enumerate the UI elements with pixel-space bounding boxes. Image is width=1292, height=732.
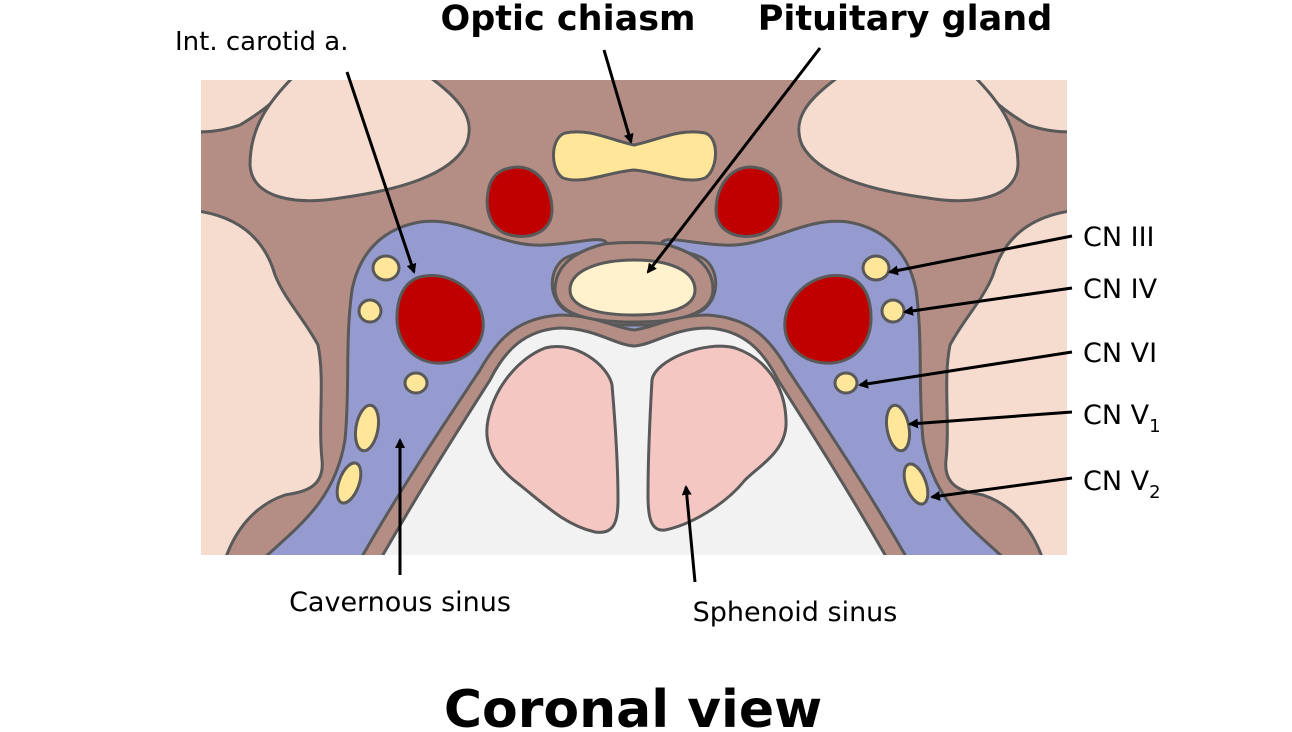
cn5-2-right bbox=[902, 462, 930, 506]
brain-tissue-upper-right bbox=[797, 80, 1020, 203]
label-optic-chiasm: Optic chiasm bbox=[440, 0, 695, 39]
internal-carotid-right bbox=[783, 274, 873, 365]
label-pituitary-gland: Pituitary gland bbox=[758, 0, 1053, 39]
brain-tissue-lower-right bbox=[944, 210, 1067, 555]
label-cn5-2: CN V2 bbox=[1083, 466, 1161, 503]
arrow-cn5-2 bbox=[930, 476, 1073, 501]
arrow-sphenoid-sinus bbox=[681, 485, 697, 583]
arrow-pituitary bbox=[646, 47, 822, 274]
sphenoid-pink-left bbox=[485, 345, 620, 534]
arrow-cn5-1 bbox=[908, 410, 1073, 429]
brain-tissue-lower-left bbox=[201, 210, 324, 555]
brain-tissue-upper-left bbox=[248, 80, 471, 203]
cn4-right bbox=[880, 298, 906, 324]
arrow-optic-chiasm bbox=[602, 49, 634, 144]
label-cn3: CN III bbox=[1083, 222, 1155, 253]
label-cavernous-sinus: Cavernous sinus bbox=[289, 587, 511, 618]
artery-upper-right bbox=[714, 165, 783, 238]
pituitary-gland bbox=[568, 258, 697, 317]
arrow-cn4 bbox=[903, 286, 1073, 316]
sphenoid-pink-right bbox=[646, 344, 788, 532]
arrow-int-carotid bbox=[345, 71, 417, 274]
diagram-title: Coronal view bbox=[444, 680, 822, 732]
arrow-cn3 bbox=[888, 234, 1073, 276]
optic-chiasm bbox=[552, 130, 717, 182]
label-cn6: CN VI bbox=[1083, 338, 1157, 369]
cn3-left bbox=[371, 254, 401, 282]
cn5-2-left bbox=[335, 461, 363, 505]
cn3-right bbox=[861, 254, 891, 282]
label-cn4: CN IV bbox=[1083, 274, 1158, 305]
cn4-left bbox=[357, 298, 383, 324]
label-int-carotid: Int. carotid a. bbox=[175, 27, 349, 57]
cn6-left bbox=[403, 371, 429, 395]
arrow-cn6 bbox=[858, 350, 1073, 389]
cn5-1-left bbox=[353, 403, 381, 453]
label-sphenoid-sinus: Sphenoid sinus bbox=[693, 597, 898, 628]
internal-carotid-left bbox=[395, 274, 485, 365]
cn6-right bbox=[833, 371, 859, 395]
artery-upper-left bbox=[485, 165, 554, 238]
label-cn5-1: CN V1 bbox=[1083, 400, 1161, 437]
anatomy bbox=[201, 80, 1067, 555]
